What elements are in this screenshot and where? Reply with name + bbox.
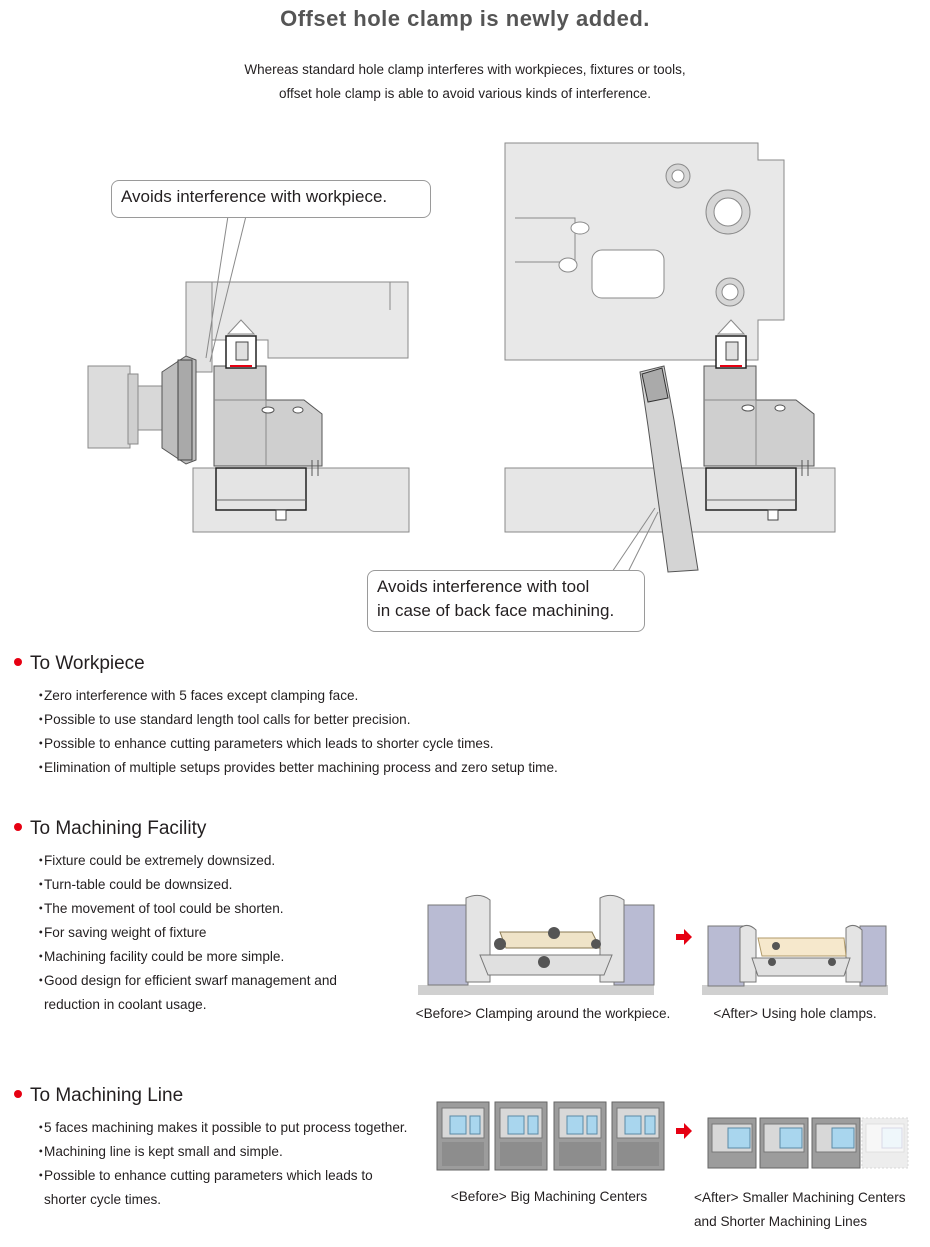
arrow-right-icon: [676, 929, 692, 945]
section-heading-facility-label: To Machining Facility: [30, 818, 207, 839]
intro-line-2: offset hole clamp is able to avoid vario…: [279, 86, 651, 101]
big-machining-centers: [436, 1101, 665, 1171]
caption-line-after: <After> Smaller Machining Centers and Sh…: [694, 1186, 930, 1234]
arrow-right-icon: [676, 1123, 692, 1139]
list-item: ・Zero interference with 5 faces except c…: [34, 688, 359, 703]
callout-workpiece: Avoids interference with workpiece.: [111, 180, 431, 218]
list-item: ・Machining facility could be more simple…: [34, 949, 285, 964]
offset-clamp-illustration: [87, 142, 836, 573]
list-item: shorter cycle times.: [44, 1192, 162, 1207]
intro-line-1: Whereas standard hole clamp interferes w…: [244, 62, 686, 77]
callout-tool-line-1: Avoids interference with tool: [377, 577, 590, 596]
before-table-base: [427, 904, 469, 986]
caption-line-after-1: <After> Smaller Machining Centers: [694, 1190, 906, 1205]
list-item: ・Machining line is kept small and simple…: [34, 1144, 283, 1159]
left-spindle-body: [87, 365, 131, 449]
section-heading-line: To Machining Line: [14, 1085, 183, 1107]
list-item: ・Possible to enhance cutting parameters …: [34, 736, 494, 751]
caption-facility-after: <After> Using hole clamps.: [713, 1006, 877, 1021]
list-item: ・Fixture could be extremely downsized.: [34, 853, 276, 868]
list-item: ・For saving weight of fixture: [34, 925, 207, 940]
red-bullet-icon: [14, 822, 22, 831]
caption-facility-before: <Before> Clamping around the workpiece.: [415, 1006, 671, 1021]
red-bullet-icon: [14, 657, 22, 666]
workpiece-bullet-list: ・Zero interference with 5 faces except c…: [32, 684, 712, 780]
right-clamp-body: [703, 365, 815, 467]
section-heading-line-label: To Machining Line: [30, 1085, 184, 1106]
small-machining-centers: [707, 1117, 909, 1169]
caption-line-before: <Before> Big Machining Centers: [450, 1189, 648, 1204]
section-heading-workpiece: To Workpiece: [14, 653, 145, 675]
caption-line-after-2: and Shorter Machining Lines: [694, 1214, 868, 1229]
line-bullet-list: ・5 faces machining makes it possible to …: [32, 1116, 432, 1212]
left-clamp-body: [213, 365, 323, 467]
list-item: ・5 faces machining makes it possible to …: [34, 1120, 408, 1135]
page-title: Offset hole clamp is newly added.: [280, 6, 650, 31]
section-heading-facility: To Machining Facility: [14, 818, 206, 840]
callout-tool-line-2: in case of back face machining.: [377, 601, 615, 620]
red-bullet-icon: [14, 1089, 22, 1098]
list-item: reduction in coolant usage.: [44, 997, 207, 1012]
list-item: ・Turn-table could be downsized.: [34, 877, 233, 892]
after-table-base: [707, 925, 745, 987]
section-heading-workpiece-label: To Workpiece: [30, 653, 145, 674]
right-tool: [639, 365, 699, 573]
list-item: ・The movement of tool could be shorten.: [34, 901, 284, 916]
list-item: ・Good design for efficient swarf managem…: [34, 973, 337, 988]
list-item: ・Elimination of multiple setups provides…: [34, 760, 558, 775]
after-workpiece: [757, 937, 847, 957]
list-item: ・Possible to use standard length tool ca…: [34, 712, 411, 727]
list-item: ・Possible to enhance cutting parameters …: [34, 1168, 373, 1183]
callout-tool: Avoids interference with tool in case of…: [367, 570, 645, 632]
facility-bullet-list: ・Fixture could be extremely downsized. ・…: [32, 849, 402, 1017]
